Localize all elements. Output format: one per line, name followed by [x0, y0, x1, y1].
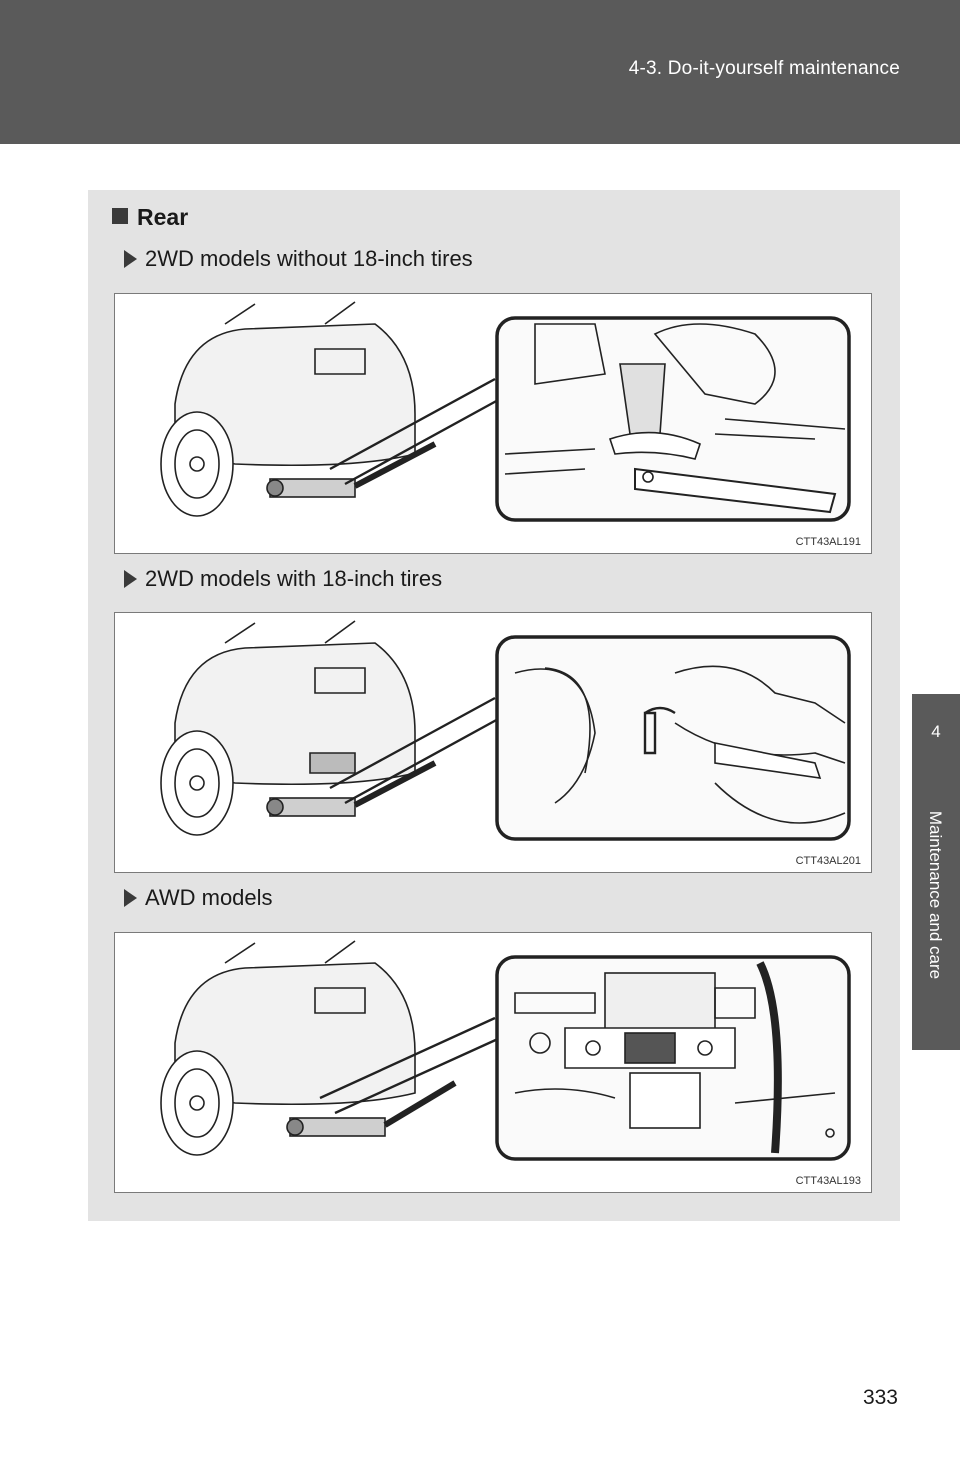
page-header: 4-3. Do-it-yourself maintenance: [0, 0, 960, 144]
page-number: 333: [862, 1386, 898, 1409]
figure-caption-3: AWD models: [124, 885, 273, 911]
caption-text: 2WD models without 18-inch tires: [145, 246, 473, 271]
square-bullet-icon: [112, 208, 128, 224]
chapter-number: 4: [931, 722, 941, 741]
figure-awd: CTT43AL193: [114, 932, 872, 1193]
chapter-title: Maintenance and care: [926, 810, 945, 980]
jack-point-illustration: [160, 301, 851, 522]
figure-caption-1: 2WD models without 18-inch tires: [124, 246, 473, 272]
jack-point-illustration: [160, 620, 851, 841]
figure-caption-2: 2WD models with 18-inch tires: [124, 566, 442, 592]
figure-code: CTT43AL191: [795, 536, 861, 548]
section-title: 4-3. Do-it-yourself maintenance: [628, 58, 900, 79]
figure-code: CTT43AL201: [795, 855, 861, 867]
heading-text: Rear: [137, 204, 189, 230]
figure-2wd-without-18in: CTT43AL191: [114, 293, 872, 554]
triangle-bullet-icon: [124, 570, 137, 588]
chapter-tab: [912, 694, 960, 1050]
figure-code: CTT43AL193: [795, 1175, 861, 1187]
caption-text: 2WD models with 18-inch tires: [145, 566, 443, 591]
section-heading: Rear: [112, 204, 188, 231]
triangle-bullet-icon: [124, 889, 137, 907]
jack-point-illustration: [160, 940, 851, 1161]
triangle-bullet-icon: [124, 250, 137, 268]
caption-text: AWD models: [145, 885, 273, 910]
figure-2wd-with-18in: CTT43AL201: [114, 612, 872, 873]
